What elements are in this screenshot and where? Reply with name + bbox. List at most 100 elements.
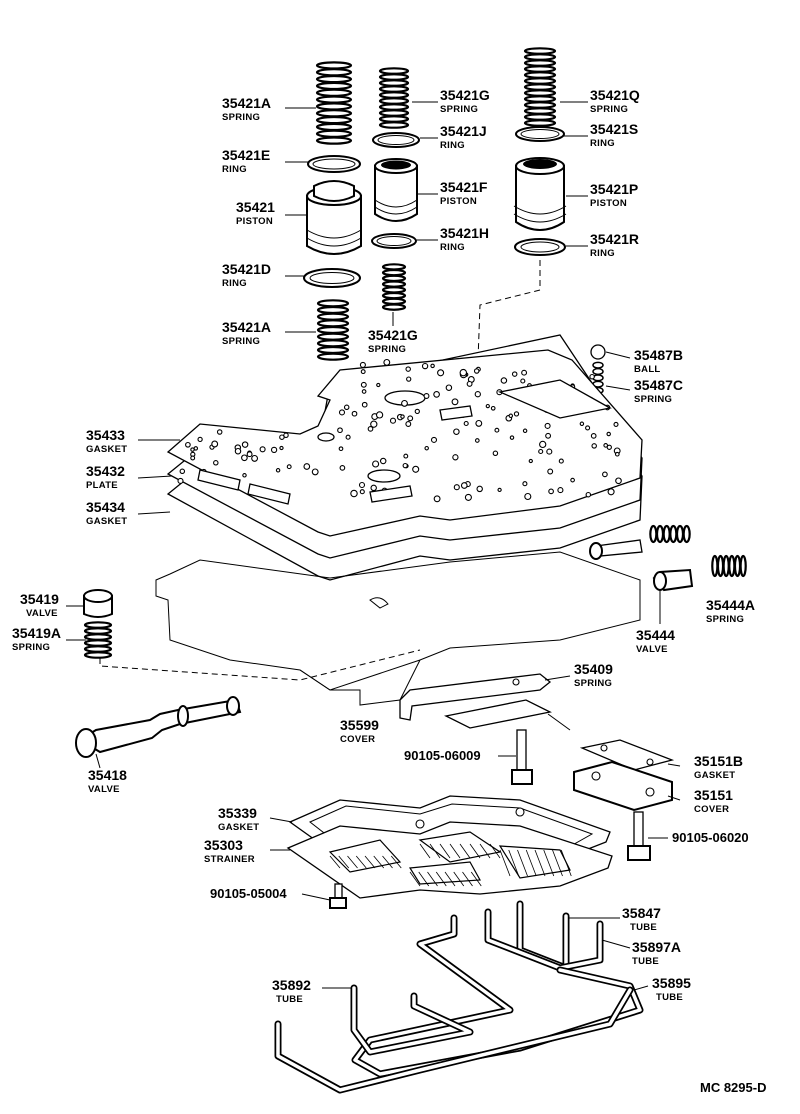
valve-35419 — [83, 589, 113, 618]
spring-coil — [378, 115, 410, 123]
plate-hole — [338, 446, 344, 452]
mesh-line — [390, 855, 402, 869]
spring-coil — [523, 119, 557, 127]
plate-hole — [279, 445, 284, 451]
mesh-line — [560, 849, 572, 877]
plate-hole — [492, 450, 499, 457]
plate-hole — [246, 451, 253, 458]
label-35409-part: 35409 — [574, 661, 613, 677]
spring-coil — [711, 554, 719, 578]
label-35433-name: GASKET — [86, 444, 127, 455]
plate-hole — [466, 380, 473, 387]
label-35418-name: VALVE — [88, 784, 120, 795]
label-35444a-name: SPRING — [706, 614, 744, 625]
plate-hole — [367, 426, 374, 432]
plate-hole — [358, 481, 366, 489]
spring-35421a-top — [315, 61, 356, 145]
plate-hole — [511, 371, 518, 377]
spring-coil — [523, 95, 557, 103]
plate-hole — [613, 421, 619, 427]
spring-coil — [682, 524, 691, 544]
plate-hole — [407, 415, 414, 422]
plate-hole — [213, 460, 219, 466]
label-35339-part: 35339 — [218, 805, 257, 821]
plate-hole — [606, 444, 612, 450]
label-35151b-name: GASKET — [694, 770, 735, 781]
spring-coil — [523, 101, 557, 109]
plate-hole — [376, 382, 381, 388]
strainer-35303 — [286, 821, 613, 899]
plate-hole — [241, 454, 248, 462]
spring-coil — [381, 297, 407, 306]
plate-hole — [522, 428, 528, 434]
mesh-line — [449, 843, 461, 859]
valve-35418 — [75, 696, 242, 758]
plate-hole — [286, 464, 292, 470]
plate-hole — [193, 446, 199, 451]
plate-hole — [453, 484, 460, 491]
bolt-90105-05004 — [329, 883, 347, 909]
mesh-line — [469, 843, 481, 859]
plate-hole — [606, 431, 611, 437]
plate-hole — [379, 457, 387, 465]
plate-hole — [546, 448, 553, 455]
label-35897a-part: 35897A — [632, 939, 681, 955]
mesh-line — [435, 871, 447, 887]
spring-coil — [316, 345, 350, 355]
spring-coil — [378, 73, 410, 81]
plate-hole — [521, 369, 528, 376]
spring-coil — [378, 103, 410, 111]
label-35432-name: PLATE — [86, 480, 118, 491]
label-35421j-name: RING — [440, 140, 465, 151]
ring-35421e — [307, 155, 361, 173]
label-90105-05004: 90105-05004 — [210, 886, 287, 901]
plate-hole — [424, 445, 429, 451]
plate-hole — [545, 432, 552, 439]
plate-hole — [453, 428, 460, 435]
label-35303-name: STRAINER — [204, 854, 255, 865]
plate-hole — [485, 403, 490, 409]
spring-coil — [592, 367, 604, 376]
label-35892-name: TUBE — [276, 994, 303, 1005]
label-35421h-part: 35421H — [440, 225, 489, 241]
plate-hole — [389, 417, 397, 424]
spring-coil — [381, 263, 407, 271]
cover-35151 — [573, 760, 673, 812]
spring-coil — [83, 627, 113, 635]
plate-hole — [197, 436, 203, 443]
plate-hole — [614, 451, 620, 457]
mesh-line — [429, 843, 441, 859]
plate-hole — [579, 421, 585, 427]
mesh-line — [427, 871, 438, 887]
mesh-line — [479, 843, 491, 859]
plate-hole — [473, 368, 480, 374]
label-35895-name: TUBE — [656, 992, 683, 1003]
label-35895-part: 35895 — [652, 975, 691, 991]
spring-coil — [675, 524, 685, 544]
label-35434-part: 35434 — [86, 499, 125, 515]
label-35419-part: 35419 — [20, 591, 59, 607]
label-35421d-part: 35421D — [222, 261, 271, 277]
plate-hole — [544, 422, 551, 429]
spring-coil — [316, 339, 350, 348]
plate-hole — [476, 485, 483, 493]
spring-coil — [378, 109, 410, 117]
mesh-line — [525, 849, 537, 877]
plate-hole — [557, 487, 564, 494]
label-35421r-name: RING — [590, 248, 615, 259]
label-35421e-part: 35421E — [222, 147, 270, 163]
plate-hole — [350, 489, 358, 498]
label-35421a-top-name: SPRING — [222, 112, 260, 123]
spring-35421q — [523, 47, 557, 127]
label-35421q-name: SPRING — [590, 104, 628, 115]
diagram-code: MC 8295-D — [700, 1080, 766, 1095]
label-90105-06009: 90105-06009 — [404, 748, 481, 763]
label-35444a-part: 35444A — [706, 597, 755, 613]
label-35421g-top-name: SPRING — [440, 104, 478, 115]
spring-coil — [316, 305, 350, 315]
plate-hole — [259, 446, 266, 453]
spring-coil — [378, 121, 410, 129]
plate-hole — [216, 429, 223, 435]
mesh-line — [382, 855, 393, 869]
plate-hole — [602, 471, 608, 478]
